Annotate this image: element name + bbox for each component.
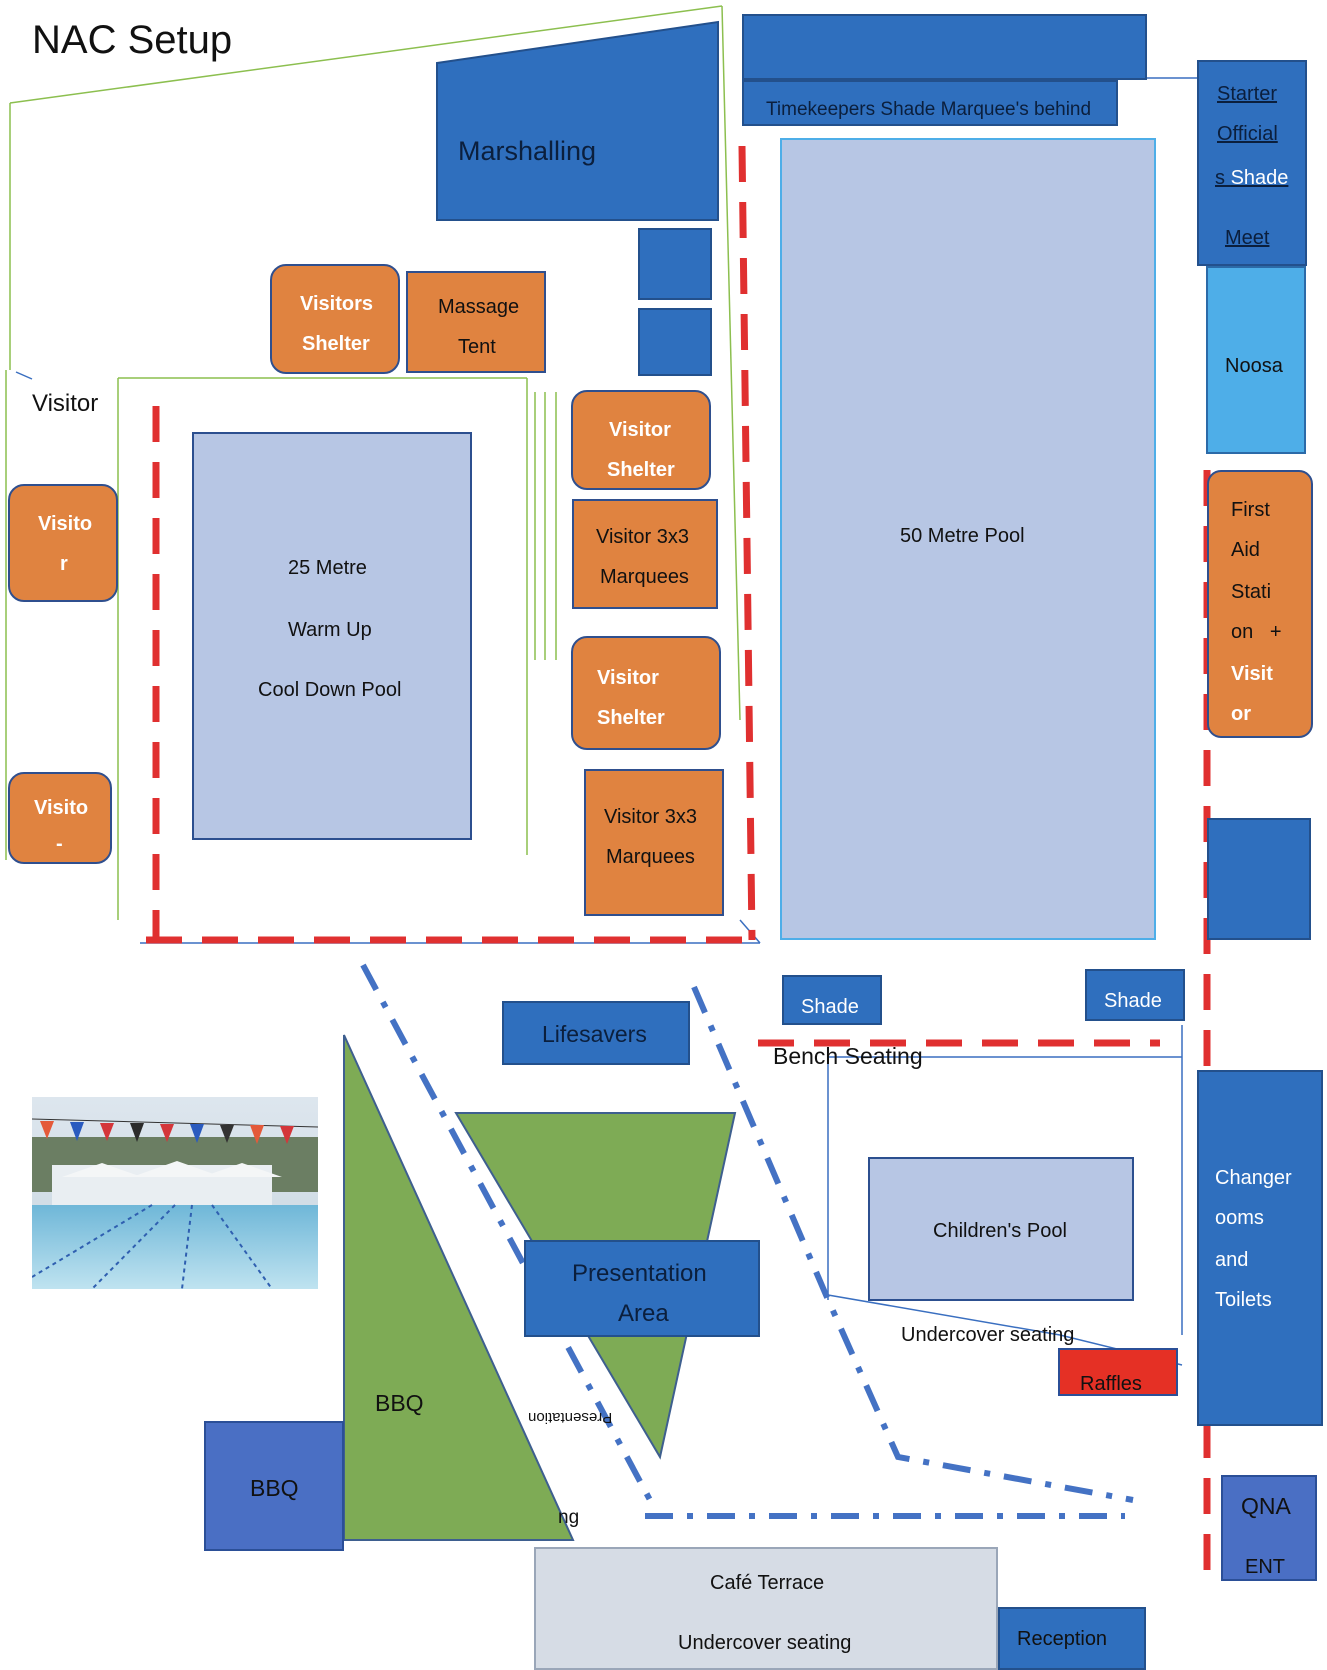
starter-line-3a: s [1215,167,1231,189]
pool25-line-2: Warm Up [288,619,372,641]
marquees-1-line-2: Marquees [600,566,689,588]
starter-officials-shade: Starter Official s Shade Meet [1197,60,1307,266]
timekeepers-label: Timekeepers Shade Marquee's behind [766,99,1092,120]
visitors-shelter-line-1: Visitors [300,293,373,315]
pool25-line-3: Cool Down Pool [258,679,402,701]
vs-upper-line-2: Shelter [607,459,675,481]
qna-line-1: QNA [1241,1493,1291,1519]
vs-mid-line-1: Visitor [597,667,659,689]
shade-box-1: Shade [782,975,882,1025]
first-aid-visitor: First Aid Stati on + Visit or [1207,470,1313,738]
visitors-shelter-line-2: Shelter [302,333,370,355]
childrens-pool-label: Children's Pool [933,1220,1067,1242]
pool-50-metre: 50 Metre Pool [780,138,1156,940]
presentation-area: Presentation Area [524,1240,760,1337]
seating-fragment-label: ng [558,1507,580,1528]
vs-mid-line-2: Shelter [597,707,665,729]
visitor-marquees-1: Visitor 3x3 Marquees [572,499,718,609]
visitors-shelter-top: Visitors Shelter [270,264,400,374]
starter-line-1: Starter [1217,83,1278,105]
pool50-label: 50 Metre Pool [900,525,1025,547]
lifesavers-box: Lifesavers [502,1001,690,1065]
visitor-a-line-1: Visito [38,513,93,535]
presentation-line-1: Presentation [572,1260,707,1287]
vs-upper-line-1: Visitor [609,419,671,441]
presentation-line-2: Area [618,1300,669,1327]
massage-line-1: Massage [438,296,520,318]
bench-seating-label: Bench Seating [773,1043,923,1069]
bbq-box-label: BBQ [250,1475,299,1501]
bbq-box: BBQ [204,1421,344,1551]
massage-tent: Massage Tent [406,271,546,373]
starter-line-3b: Shade [1230,167,1289,189]
visitor-side-label: Visitor [32,390,99,417]
timekeepers-marquee: Timekeepers Shade Marquee's behind [742,80,1118,126]
shade-1-label: Shade [801,996,859,1018]
lifesavers-label: Lifesavers [542,1021,647,1047]
first-aid-line-1: First [1231,499,1270,521]
marquees-2-line-2: Marquees [606,846,695,868]
first-aid-line-4: on + [1231,621,1282,643]
page-title: NAC Setup [32,18,233,62]
marshalling-label: Marshalling [458,136,597,166]
raffles-label: Raffles [1080,1373,1142,1395]
noosa-block: Noosa [1206,266,1306,454]
visitor-marquees-2: Visitor 3x3 Marquees [584,769,724,916]
cafe-line-2: Undercover seating [678,1632,852,1654]
reception-box: Reception [998,1607,1146,1670]
marquees-2-line-1: Visitor 3x3 [604,806,698,828]
qna-line-2: ENT [1245,1556,1285,1578]
pool-photo-icon [32,1097,318,1289]
shade-2-label: Shade [1104,990,1162,1012]
starter-line-2: Official [1217,123,1278,145]
starter-line-4: Meet [1225,227,1270,249]
visitor-box-a: Visito r [8,484,118,602]
small-blue-square-2 [638,308,712,376]
pool-25-metre: 25 Metre Warm Up Cool Down Pool [192,432,472,840]
marquees-1-line-1: Visitor 3x3 [596,526,690,548]
qna-ent-box: QNA ENT [1221,1475,1317,1581]
childrens-pool: Children's Pool [868,1157,1134,1301]
shade-box-2: Shade [1085,969,1185,1021]
cafe-line-1: Café Terrace [710,1572,825,1594]
raffles-box: Raffles [1058,1348,1178,1396]
small-blue-square-1 [638,228,712,300]
cafe-terrace: Café Terrace Undercover seating [534,1547,998,1670]
changer-line-3: and [1215,1249,1249,1271]
changer-line-2: ooms [1215,1207,1264,1229]
pool25-line-1: 25 Metre [288,557,367,579]
undercover-seating-label: Undercover seating [901,1324,1075,1346]
visitor-b-line-2: - [56,833,63,855]
first-aid-line-3: Stati [1231,581,1272,603]
first-aid-line-5: Visit [1231,663,1273,685]
changer-line-4: Toilets [1215,1289,1272,1311]
visitor-a-line-2: r [60,553,68,575]
massage-line-2: Tent [458,336,496,358]
visitor-box-b: Visito - [8,772,112,864]
bbq-green-label: BBQ [375,1390,424,1416]
visitor-shelter-mid: Visitor Shelter [571,636,721,750]
reception-label: Reception [1017,1628,1108,1650]
first-aid-line-2: Aid [1231,539,1260,561]
noosa-label: Noosa [1225,355,1283,377]
presentation-flipped-label: Presentation [528,1409,613,1426]
visitor-shelter-upper: Visitor Shelter [571,390,711,490]
timekeepers-top-block [742,14,1147,80]
visitor-b-line-1: Visito [34,797,89,819]
blue-block-right [1207,818,1311,940]
changer-line-1: Changer [1215,1167,1292,1189]
changerooms-toilets: Changer ooms and Toilets [1197,1070,1323,1426]
first-aid-line-6: or [1231,703,1251,725]
starter-line-3: s Shade [1215,168,1288,188]
